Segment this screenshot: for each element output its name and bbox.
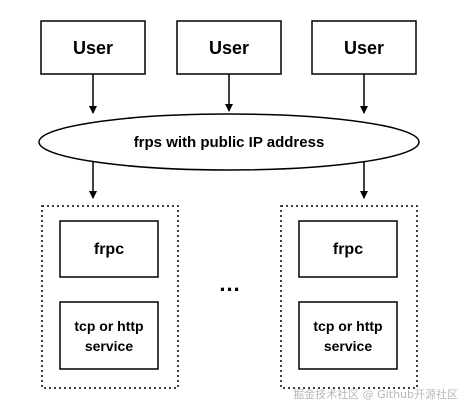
user-node-3: User	[311, 20, 417, 75]
user-label-2: User	[209, 38, 249, 58]
frps-server-ellipse	[38, 113, 420, 171]
user-box-1	[40, 20, 146, 75]
frpc-box-1	[59, 220, 159, 278]
user-label-3: User	[344, 38, 384, 58]
user-node-2: User	[176, 20, 282, 75]
user-node-1: User	[40, 20, 146, 75]
user-box-3	[311, 20, 417, 75]
service-label-1-line1: tcp or http	[74, 318, 143, 334]
service-label-2-line2: service	[324, 338, 372, 354]
client-group-2-border	[280, 205, 418, 389]
frps-server-node: frps with public IP address	[38, 113, 420, 171]
client-group-1-border	[41, 205, 179, 389]
frpc-label-2: frpc	[333, 241, 363, 258]
user-label-1: User	[73, 38, 113, 58]
client-group-2: frpc tcp or http service	[280, 205, 418, 389]
frps-server-label: frps with public IP address	[134, 134, 325, 151]
more-clients-ellipsis: ...	[219, 271, 240, 296]
watermark-text: 掘金技术社区 @ Github开源社区	[293, 387, 458, 401]
frpc-box-2	[298, 220, 398, 278]
user-box-2	[176, 20, 282, 75]
service-label-1-line2: service	[85, 338, 133, 354]
client-group-1: frpc tcp or http service	[41, 205, 179, 389]
service-box-2	[298, 301, 398, 370]
service-box-1	[59, 301, 159, 370]
service-label-2-line1: tcp or http	[313, 318, 382, 334]
frpc-label-1: frpc	[94, 241, 124, 258]
